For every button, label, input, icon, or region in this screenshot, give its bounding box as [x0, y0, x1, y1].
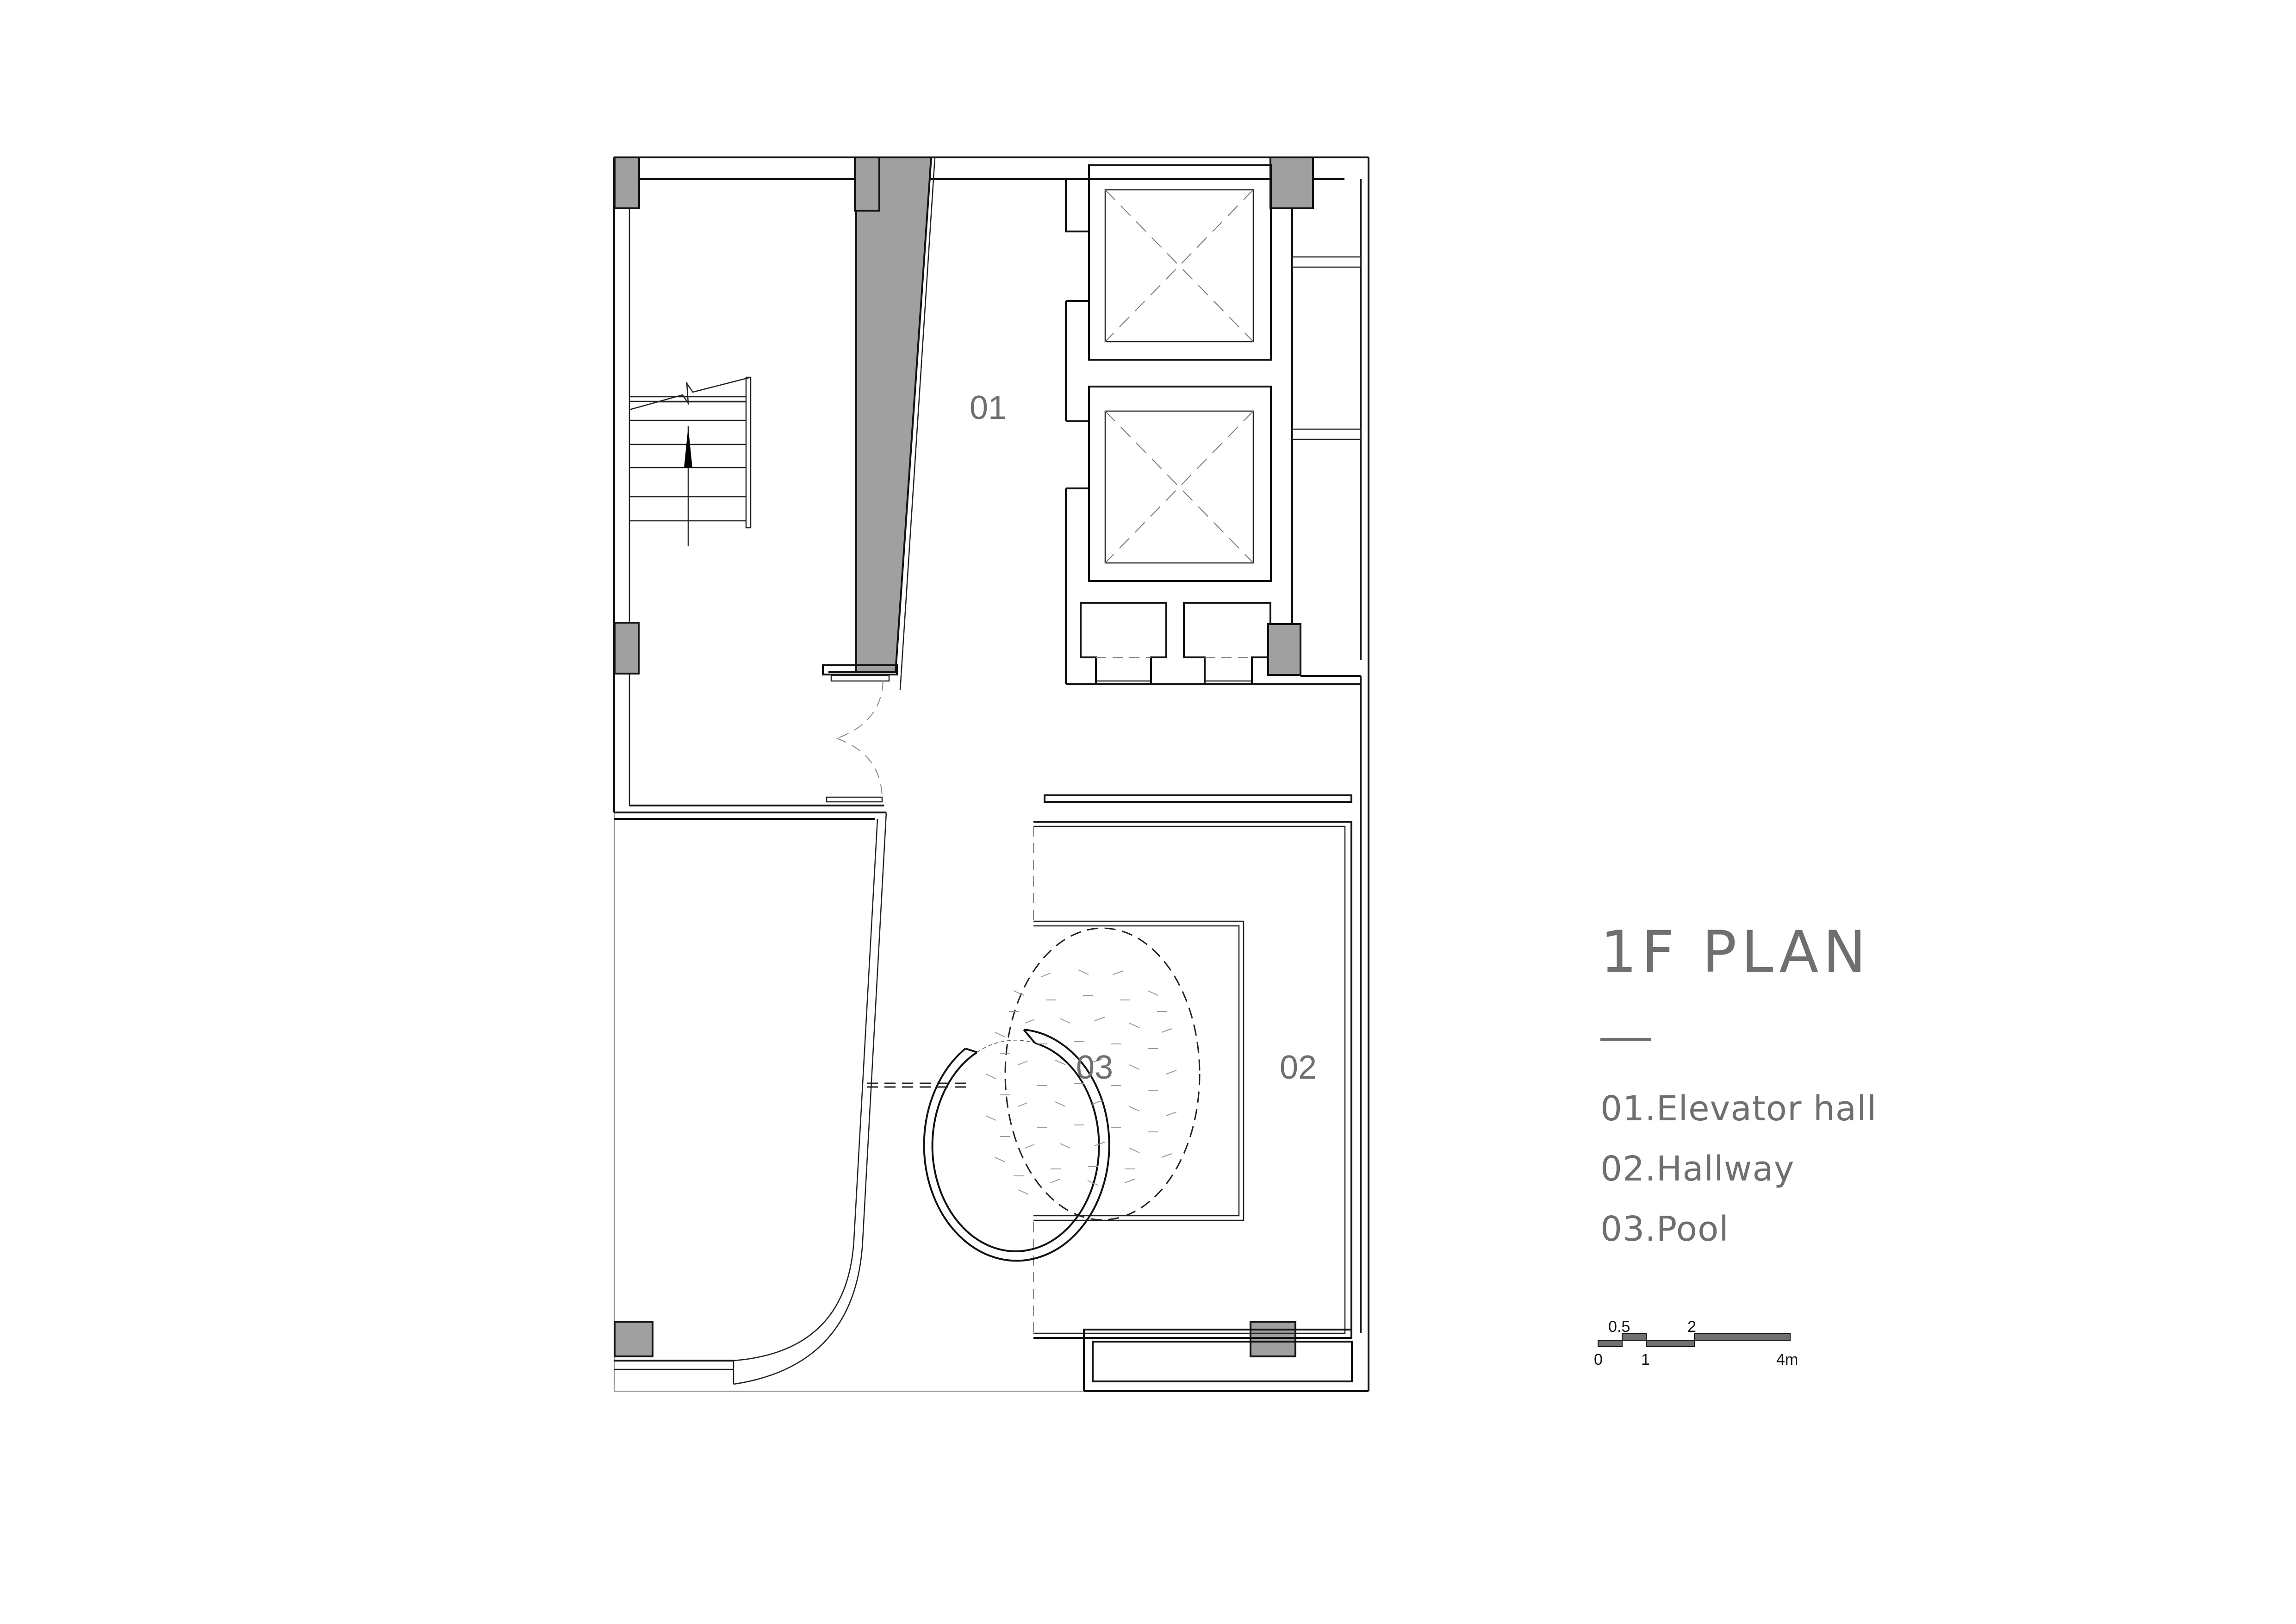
curved-partition [614, 812, 887, 1385]
title-rule [1600, 1038, 1651, 1041]
elevator-core [1065, 164, 1362, 685]
slanted-core-wall [822, 156, 936, 690]
elevator-cross-icon [1105, 189, 1254, 342]
legend-item-pool: 03.Pool [1600, 1209, 1729, 1249]
bottom-planter [1083, 1329, 1369, 1392]
room-label-03: 03 [1076, 1049, 1113, 1086]
water-ripple-pattern [985, 969, 1177, 1195]
scale-tick-4m: 4m [1776, 1351, 1798, 1368]
column [614, 622, 640, 675]
structural-columns [614, 156, 1314, 1357]
legend-item-elevator-hall: 01.Elevator hall [1600, 1089, 1877, 1129]
plan-title: 1F PLAN [1600, 919, 1871, 986]
elevator-car-2 [1104, 410, 1254, 564]
scale-tick-2: 2 [1687, 1318, 1696, 1336]
room-label-01: 01 [970, 389, 1007, 426]
elevator-cross-icon [1105, 411, 1254, 563]
elevator-shaft-2 [1088, 386, 1272, 582]
room-label-02: 02 [1280, 1049, 1317, 1086]
scale-tick-0.5: 0.5 [1608, 1318, 1630, 1336]
scale-tick-1: 1 [1641, 1351, 1650, 1368]
column [1267, 623, 1301, 676]
scale-tick-0: 0 [1594, 1351, 1603, 1368]
column [614, 1321, 653, 1357]
elevator-shaft-1 [1088, 164, 1272, 361]
double-door[interactable] [826, 680, 884, 803]
outer-walls [613, 156, 1369, 1392]
column [854, 156, 881, 212]
stair [629, 376, 752, 546]
bench [1044, 794, 1352, 803]
column [1250, 1321, 1296, 1357]
pool [867, 927, 1201, 1262]
elevator-car-1 [1104, 189, 1254, 343]
legend-item-hallway: 02.Hallway [1600, 1149, 1795, 1189]
scale-bar: 0.5 2 0 1 4m [1594, 1318, 1798, 1368]
hallway-walls [1033, 794, 1352, 1339]
stair-room-walls [614, 805, 886, 820]
column [614, 156, 640, 209]
column [1269, 156, 1314, 209]
